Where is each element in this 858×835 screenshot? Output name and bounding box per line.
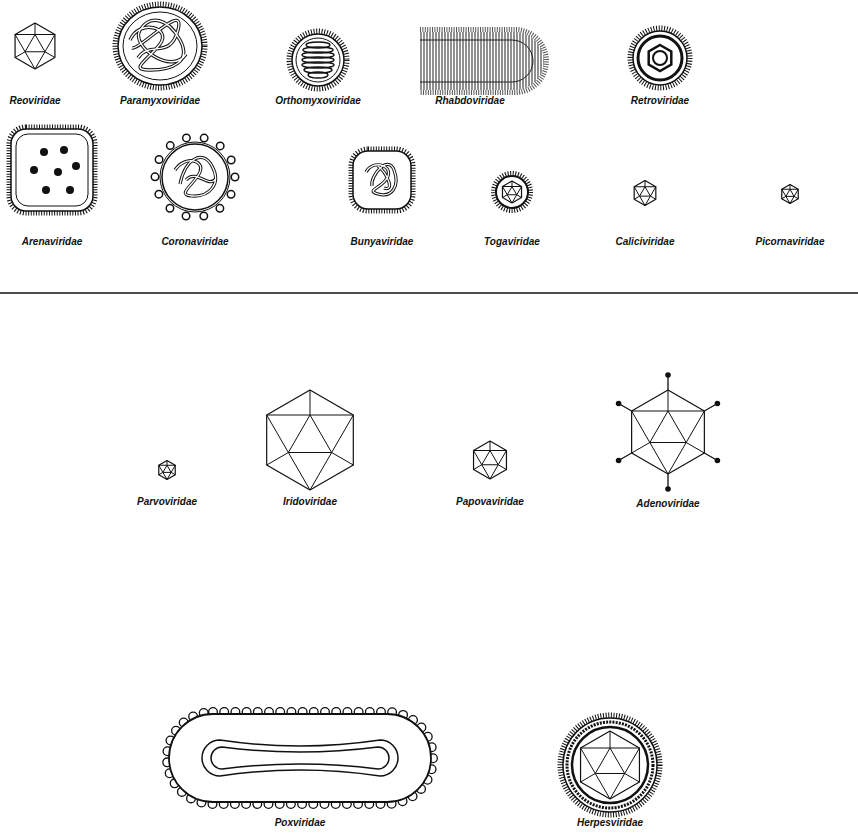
orthomyxovirus xyxy=(290,32,346,88)
family-label: Parvoviridae xyxy=(137,496,197,508)
papovavirus xyxy=(474,441,507,479)
paramyxovirus xyxy=(116,5,204,87)
parvovirus xyxy=(159,461,175,480)
family-label: Reoviridae xyxy=(9,95,60,107)
family-label: Bunyaviridae xyxy=(351,236,414,248)
retrovirus xyxy=(631,29,689,87)
calicivirus xyxy=(634,181,656,206)
reovirus xyxy=(15,23,55,69)
coronavirus xyxy=(155,137,235,217)
iridovirus xyxy=(267,390,354,490)
family-label: Adenoviridae xyxy=(636,498,699,510)
family-label: Papovaviridae xyxy=(456,496,524,508)
picornavirus xyxy=(782,185,798,204)
family-label: Paramyxoviridae xyxy=(120,95,200,107)
herpesvirus xyxy=(561,716,659,814)
family-label: Coronaviridae xyxy=(161,236,228,248)
family-label: Iridoviridae xyxy=(283,496,337,508)
family-label: Arenaviridae xyxy=(22,236,83,248)
family-label: Herpesviridae xyxy=(577,817,643,829)
family-label: Picornaviridae xyxy=(756,236,825,248)
adenovirus xyxy=(616,372,720,492)
separator-line xyxy=(0,292,858,294)
family-label: Togaviridae xyxy=(484,236,540,248)
family-label: Retroviridae xyxy=(631,95,689,107)
family-label: Caliciviridae xyxy=(616,236,675,248)
family-label: Orthomyxoviridae xyxy=(275,95,361,107)
family-label: Rhabdoviridae xyxy=(435,95,504,107)
arenavirus xyxy=(10,128,94,212)
family-label: Poxviridae xyxy=(275,817,326,829)
rhabdovirus xyxy=(420,30,546,92)
bunyavirus xyxy=(352,150,412,210)
togavirus xyxy=(494,174,530,210)
poxvirus xyxy=(167,712,433,804)
